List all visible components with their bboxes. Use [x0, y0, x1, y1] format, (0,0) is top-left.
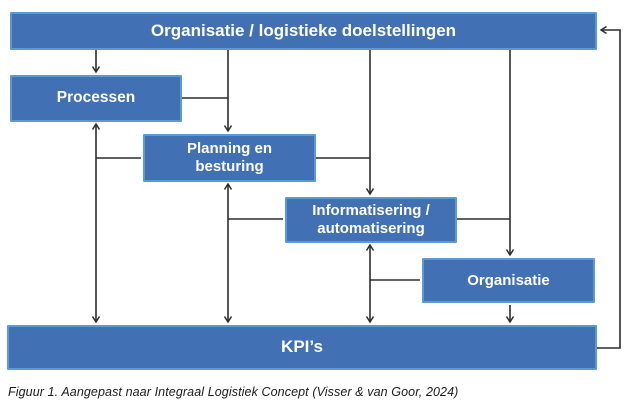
node-processen: Processen — [10, 75, 182, 122]
node-organisatie: Organisatie — [422, 258, 595, 303]
node-label-line2: besturing — [195, 158, 264, 175]
figure-caption: Figuur 1. Aangepast naar Integraal Logis… — [8, 385, 459, 399]
node-label-line1: Informatisering / — [312, 202, 430, 220]
node-organisatie-logistieke-doelstellingen: Organisatie / logistieke doelstellingen — [10, 12, 597, 50]
node-informatisering-automatisering: Informatisering / automatisering — [285, 197, 457, 243]
node-kpis: KPI’s — [7, 325, 597, 370]
arrow-kpi-feedback-to-goals — [597, 25, 621, 349]
node-label: Organisatie / logistieke doelstellingen — [150, 20, 457, 40]
node-planning-en-besturing: Planning en besturing — [143, 134, 316, 182]
node-label: Organisatie — [467, 271, 550, 289]
node-label: Processen — [56, 89, 136, 107]
node-label-line2: automatisering — [317, 220, 425, 237]
node-label-line1: Planning en — [186, 140, 272, 158]
node-label: KPI’s — [281, 337, 323, 357]
